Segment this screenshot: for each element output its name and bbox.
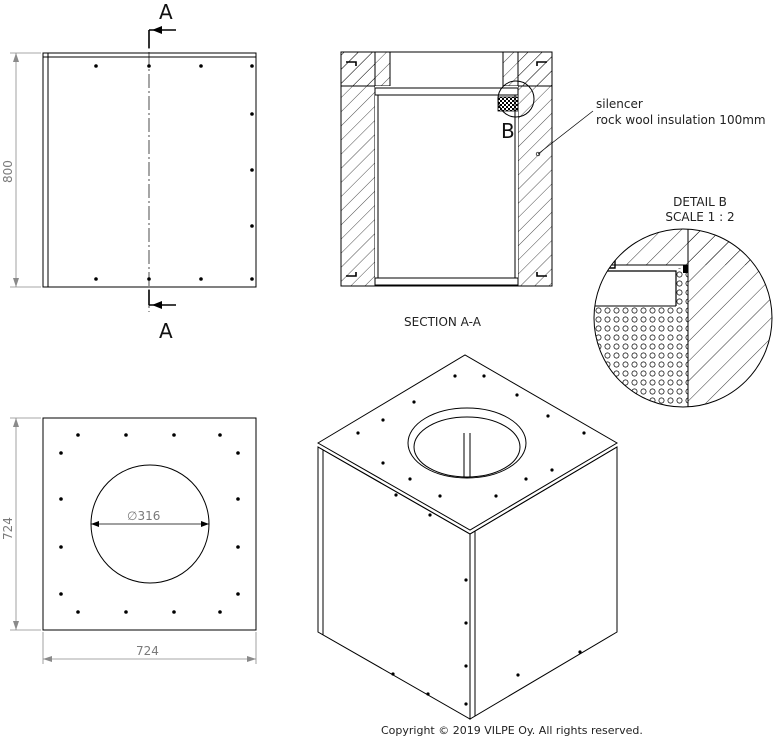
section-arrow-bottom: [148, 290, 176, 309]
diameter-label: ∅316: [127, 509, 160, 523]
top-view-height-dimension: [10, 417, 41, 631]
top-view-outline: [42, 417, 257, 631]
detail-view: DETAIL B SCALE 1 : 2: [593, 195, 773, 408]
top-view: ∅316 724 724: [1, 417, 257, 664]
top-view-height-label: 724: [1, 517, 15, 540]
top-view-width-dimension: [42, 632, 257, 664]
height-dim-label: 800: [1, 160, 15, 183]
height-dimension: [10, 52, 41, 288]
detail-circle: [497, 80, 535, 118]
section-arrow-top: [148, 26, 176, 48]
section-view: B silencer rock wool insulation 100mm SE…: [340, 51, 766, 329]
section-marker-top: A: [159, 0, 173, 24]
isometric-view: [317, 354, 618, 720]
iso-right-face: [469, 446, 618, 720]
iso-duct-opening: [407, 407, 527, 479]
iso-screws: [356, 374, 586, 706]
detail-circle-outline: [593, 228, 773, 408]
section-marker-bottom: A: [159, 319, 173, 343]
front-view-screws: [94, 64, 254, 281]
callout-line2: rock wool insulation 100mm: [596, 113, 766, 127]
callout-line1: silencer: [596, 97, 643, 111]
iso-left-face: [317, 446, 471, 720]
detail-marker: B: [501, 119, 515, 143]
front-view-outline: [42, 52, 257, 288]
front-view: A A 800: [1, 0, 257, 343]
silencer-block: [497, 96, 519, 112]
detail-title: DETAIL B: [673, 195, 727, 209]
iso-top-face: [317, 354, 618, 531]
section-outline: [340, 51, 553, 287]
section-title: SECTION A-A: [404, 315, 482, 329]
detail-scale: SCALE 1 : 2: [665, 210, 734, 224]
top-view-width-label: 724: [136, 644, 159, 658]
top-view-screws: [59, 433, 240, 614]
callout-leader: [537, 110, 594, 155]
copyright-text: Copyright © 2019 VILPE Oy. All rights re…: [381, 724, 643, 737]
